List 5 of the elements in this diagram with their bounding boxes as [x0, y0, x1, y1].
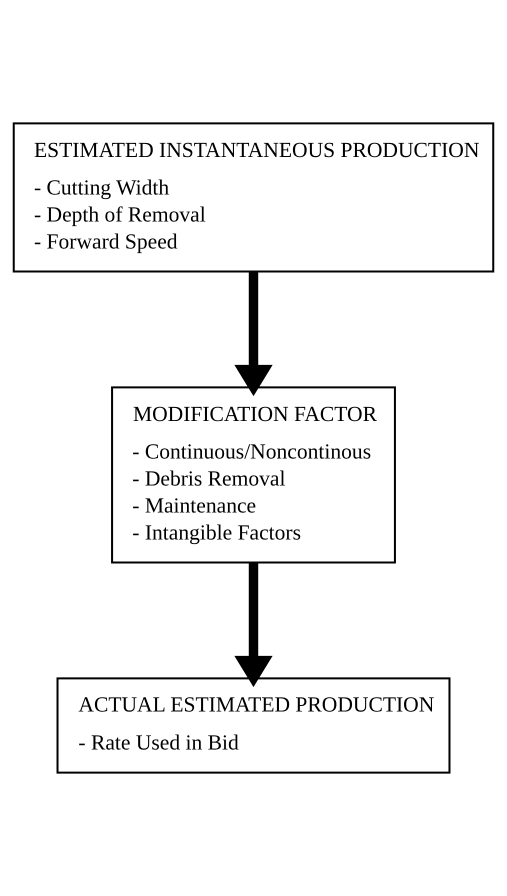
arrow [234, 272, 273, 396]
node-box: ACTUAL ESTIMATED PRODUCTION - Rate Used in Bid [56, 677, 450, 774]
node-box: ESTIMATED INSTANTANEOUS PRODUCTION - Cutting Width - Depth of Removal - Forward Speed [12, 122, 494, 273]
node-box: MODIFICATION FACTOR - Continuous/Noncontinous - Debris Removal - Maintenance - Intangible Factors [111, 386, 396, 564]
arrow [234, 562, 273, 688]
